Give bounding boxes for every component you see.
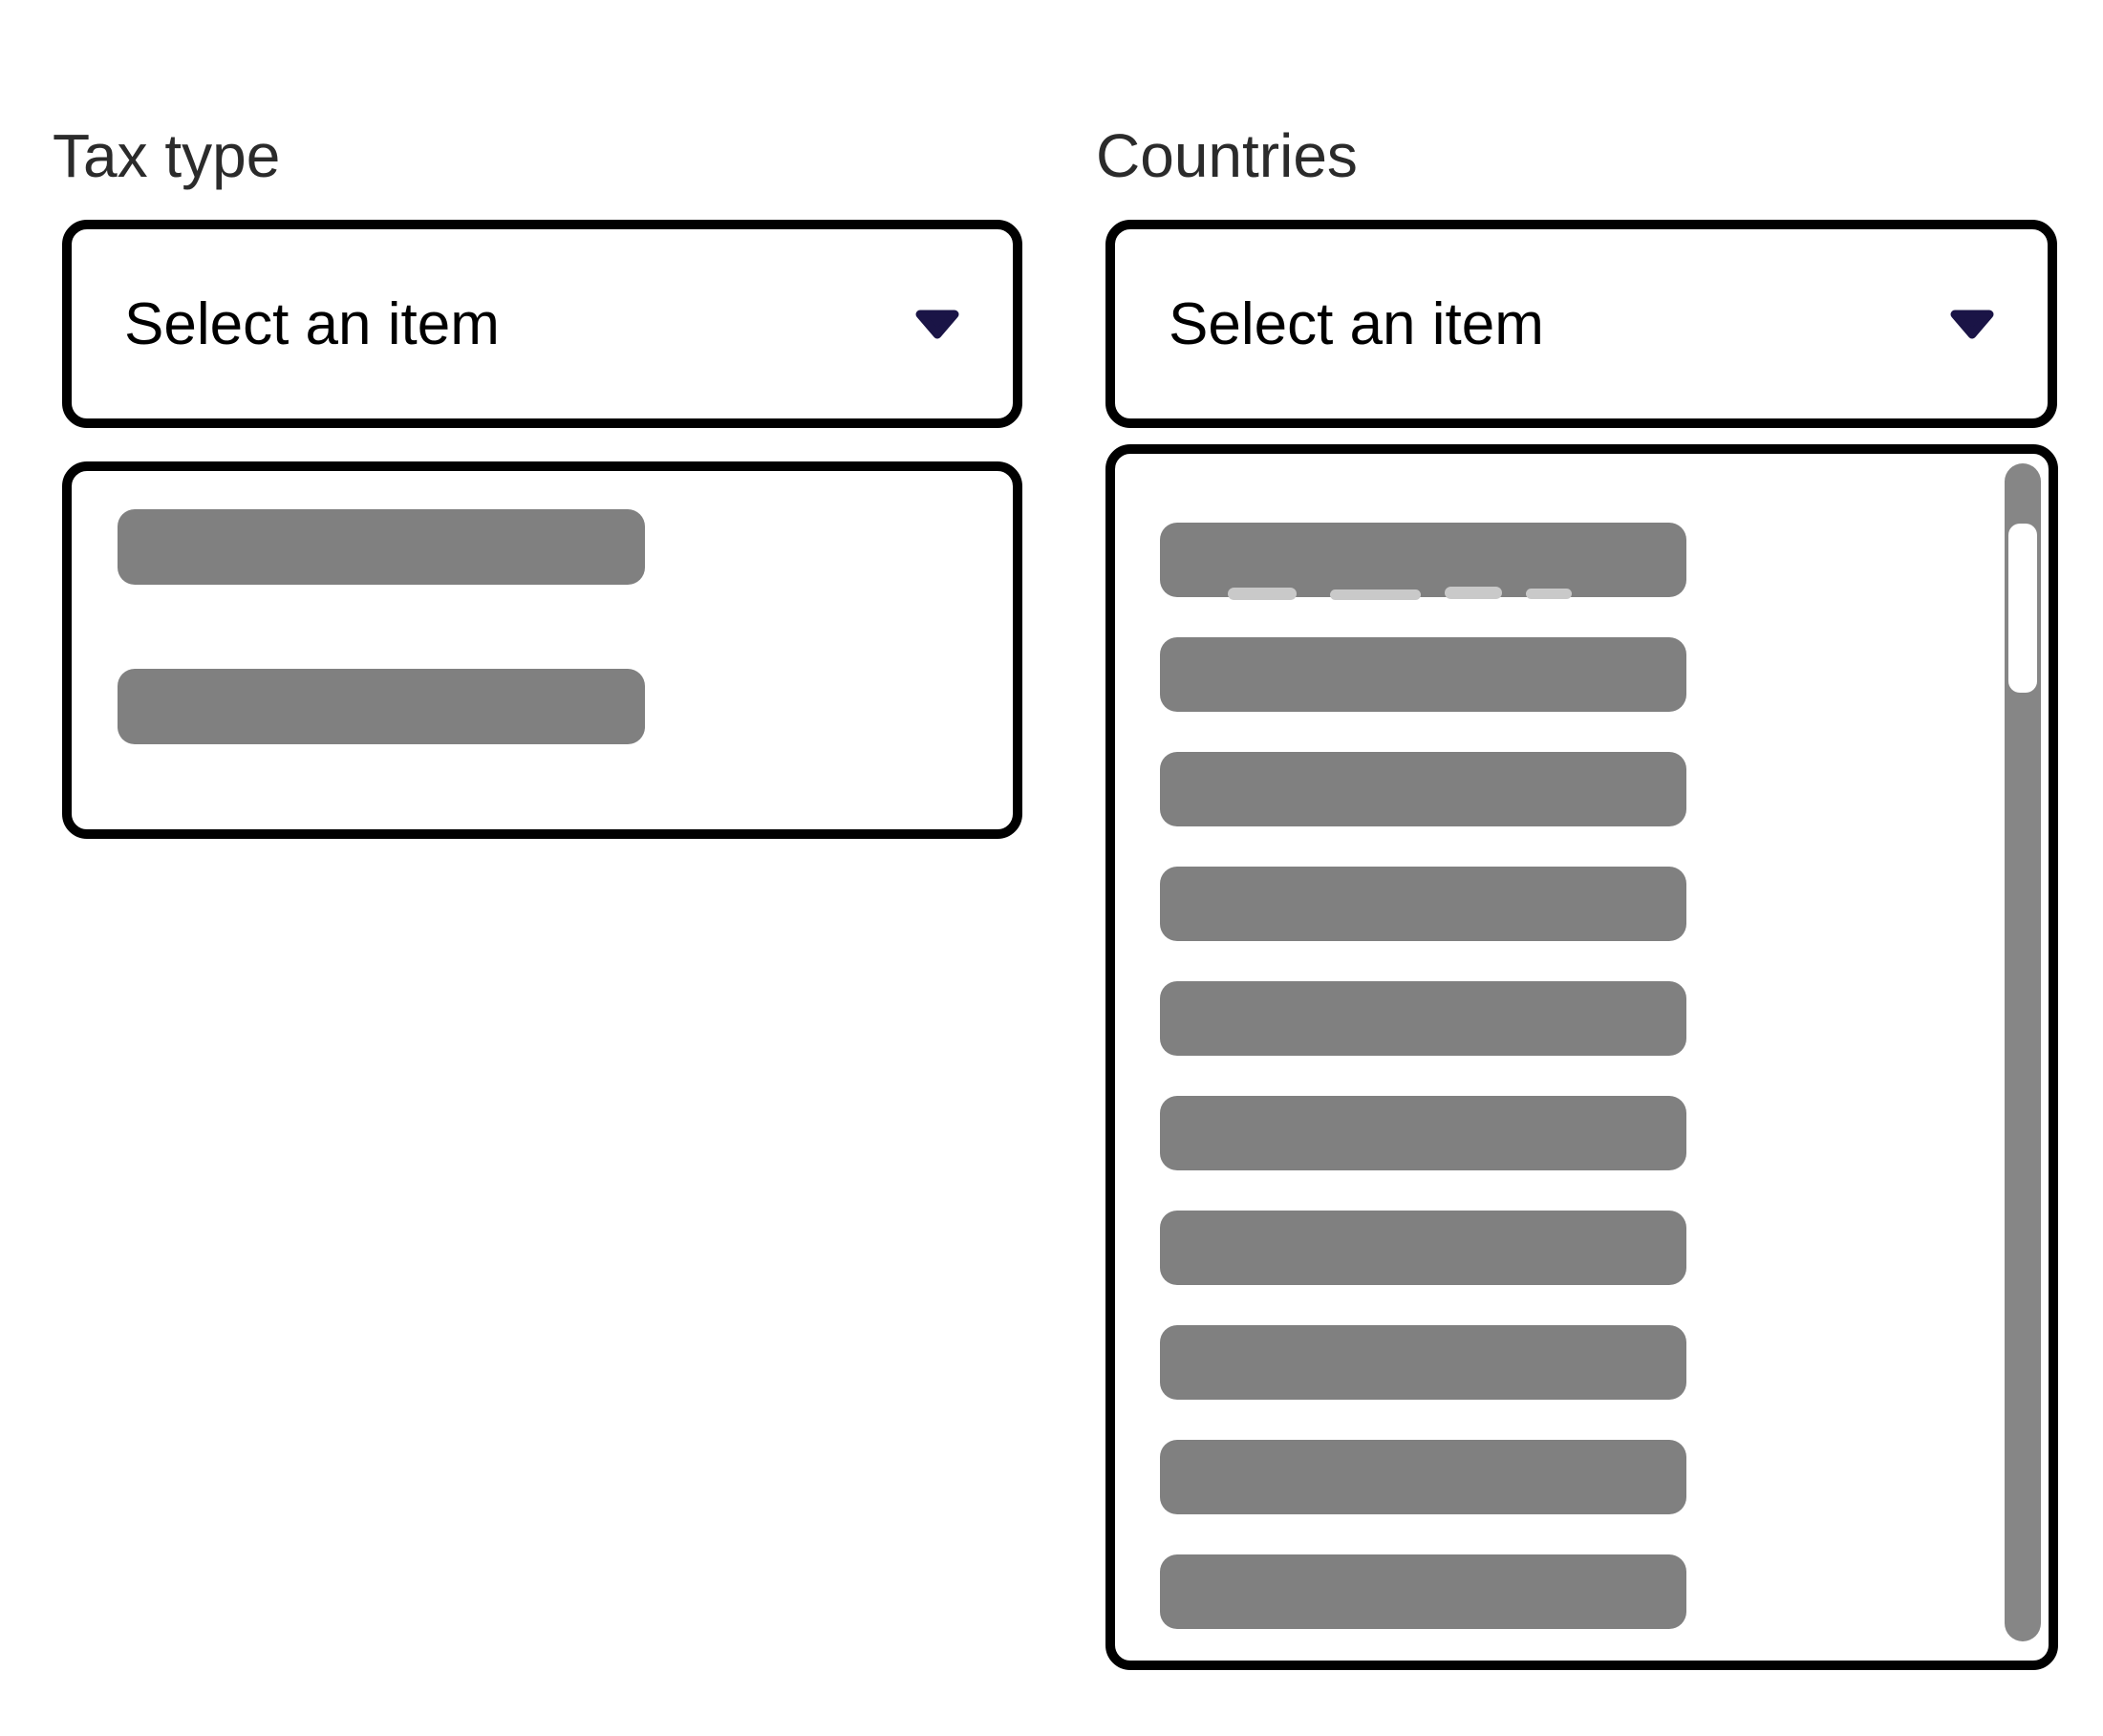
option-placeholder[interactable] [1160, 1554, 1686, 1629]
option-placeholder[interactable] [1160, 752, 1686, 826]
tax-type-selected-value: Select an item [124, 290, 500, 357]
redaction-artifact [1445, 587, 1502, 599]
option-placeholder[interactable] [1160, 1325, 1686, 1400]
redaction-artifact [1526, 589, 1572, 599]
scrollbar-thumb[interactable] [2008, 524, 2037, 693]
scrollbar-track[interactable] [2005, 463, 2041, 1641]
countries-combobox[interactable]: Select an item [1105, 220, 2057, 428]
option-placeholder[interactable] [1160, 981, 1686, 1056]
chevron-down-icon [915, 308, 959, 340]
countries-options [1160, 523, 2049, 1629]
option-placeholder[interactable] [1160, 1440, 1686, 1514]
option-placeholder[interactable] [1160, 523, 1686, 597]
option-placeholder[interactable] [1160, 1211, 1686, 1285]
countries-label: Countries [1096, 121, 1358, 190]
option-placeholder[interactable] [118, 669, 645, 744]
tax-type-combobox[interactable]: Select an item [62, 220, 1022, 428]
option-placeholder[interactable] [1160, 637, 1686, 712]
countries-selected-value: Select an item [1169, 290, 1544, 357]
option-placeholder[interactable] [118, 509, 645, 585]
option-placeholder[interactable] [1160, 1096, 1686, 1170]
tax-type-label: Tax type [53, 121, 281, 190]
redaction-artifact [1330, 589, 1421, 600]
countries-option-list[interactable] [1105, 444, 2058, 1670]
tax-type-option-list[interactable] [62, 461, 1022, 839]
redaction-artifact [1228, 588, 1297, 600]
tax-type-options [118, 509, 1013, 744]
option-placeholder[interactable] [1160, 867, 1686, 941]
chevron-down-icon [1950, 308, 1994, 340]
